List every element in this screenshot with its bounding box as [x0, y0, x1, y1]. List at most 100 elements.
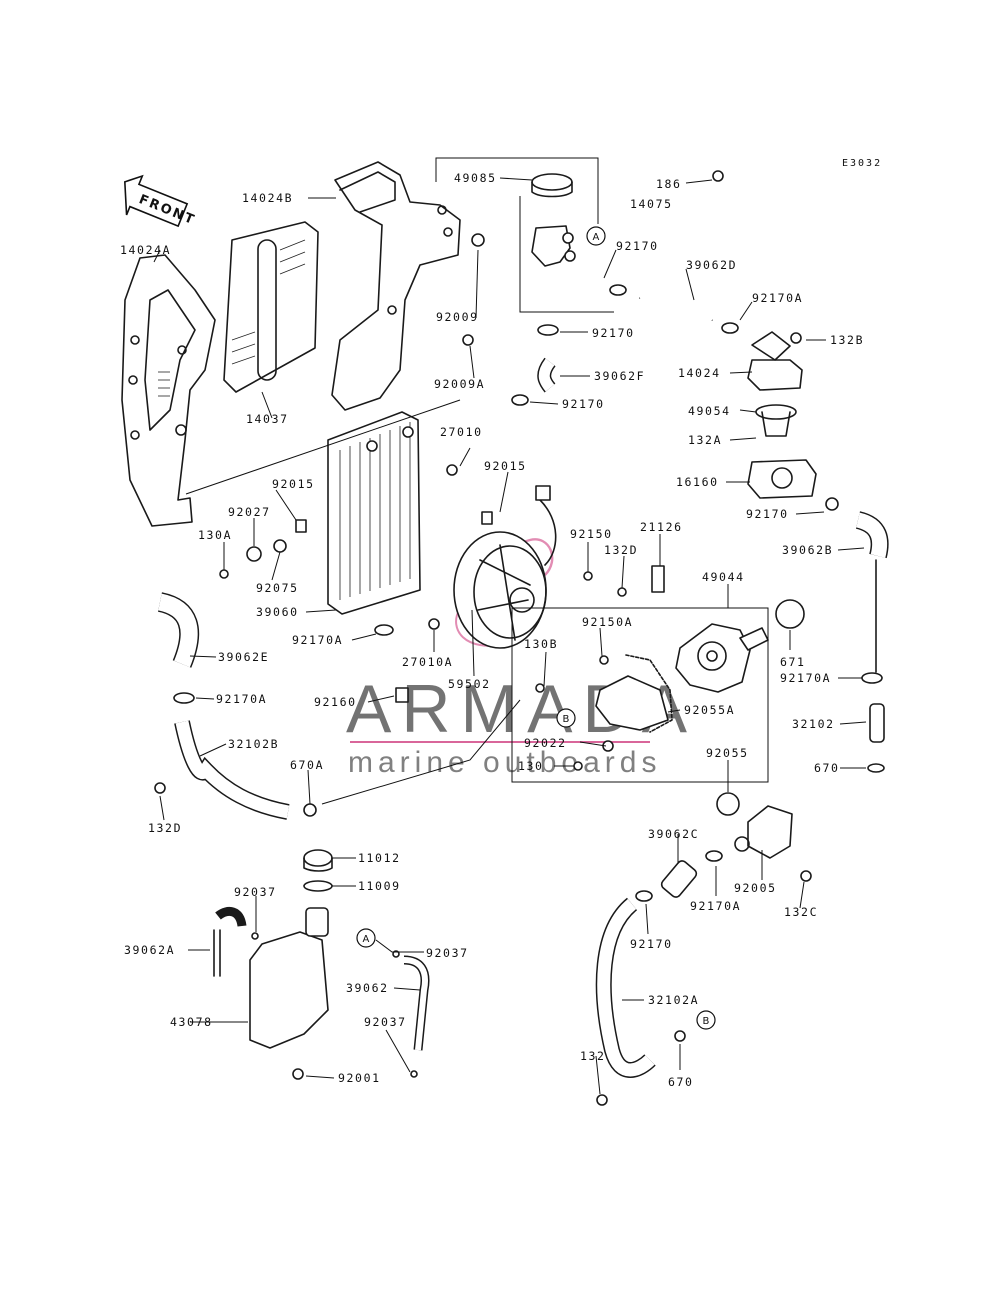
label-39062e: 39062E: [218, 650, 269, 664]
label-49054: 49054: [688, 404, 731, 418]
hose-39062a-drawing: [213, 906, 247, 977]
filler-neck-drawing: [531, 170, 724, 267]
label-39062d: 39062D: [686, 258, 737, 272]
hose-39062b-drawing: [855, 511, 889, 673]
label-186: 186: [656, 177, 682, 191]
label-92075: 92075: [256, 581, 299, 595]
label-14024b: 14024B: [242, 191, 293, 205]
svg-text:B: B: [563, 714, 570, 725]
label-92170a-b: 92170A: [780, 671, 831, 685]
label-14075: 14075: [630, 197, 673, 211]
label-27010a: 27010A: [402, 655, 453, 669]
reserve-tank-drawing: [249, 849, 333, 1049]
label-32102a: 32102A: [648, 993, 699, 1007]
label-43078: 43078: [170, 1015, 213, 1029]
label-130a: 130A: [198, 528, 232, 542]
label-92160: 92160: [314, 695, 357, 709]
radiator-drawing: [327, 411, 421, 615]
label-92170-b: 92170: [592, 326, 635, 340]
label-92005: 92005: [734, 881, 777, 895]
hose-39062f-drawing: [537, 357, 556, 393]
label-92027: 92027: [228, 505, 271, 519]
shroud-left-drawing: [121, 254, 216, 527]
label-14037: 14037: [246, 412, 289, 426]
ref-marker-b-pump: B: [556, 708, 576, 728]
label-39060: 39060: [256, 605, 299, 619]
fan-drawing: [453, 485, 557, 649]
ref-marker-a-tank: A: [356, 928, 376, 948]
fitting-92005-drawing: [734, 805, 793, 859]
label-132: 132: [580, 1049, 606, 1063]
diagram-code: E3032: [842, 158, 882, 169]
label-32102b: 32102B: [228, 737, 279, 751]
label-27010: 27010: [440, 425, 483, 439]
label-132b: 132B: [830, 333, 864, 347]
front-arrow-icon: FRONT: [123, 174, 198, 228]
grille-drawing: [223, 221, 319, 393]
label-92170-d: 92170: [746, 507, 789, 521]
label-92009a: 92009A: [434, 377, 485, 391]
label-92170a-c: 92170A: [292, 633, 343, 647]
label-92170-a: 92170: [616, 239, 659, 253]
label-59502: 59502: [448, 677, 491, 691]
label-11009: 11009: [358, 879, 401, 893]
label-92015-a: 92015: [484, 459, 527, 473]
label-92015-b: 92015: [272, 477, 315, 491]
label-49044: 49044: [702, 570, 745, 584]
svg-text:A: A: [593, 232, 600, 243]
leader-lines: [153, 177, 867, 1095]
label-92037-a: 92037: [234, 885, 277, 899]
label-130: 130: [518, 759, 544, 773]
label-92170-c: 92170: [562, 397, 605, 411]
watermark-tagline: marine outboards: [348, 746, 661, 779]
pump-cover-drawing: [595, 654, 673, 733]
thermostat-housing-drawing: [747, 331, 803, 391]
pipe-32102-drawing: [869, 703, 885, 743]
pipe-39062c-drawing: [660, 860, 698, 898]
label-132a: 132A: [688, 433, 722, 447]
label-670-b: 670: [668, 1075, 694, 1089]
pipe-32102a-drawing: [595, 897, 656, 1078]
ref-marker-a-top: A: [586, 226, 606, 246]
pipe-32102b-drawing: [174, 720, 290, 820]
label-92055: 92055: [706, 746, 749, 760]
label-49085: 49085: [454, 171, 497, 185]
label-14024: 14024: [678, 366, 721, 380]
part-labels: 49085 186 14075 14024B 14024A 92170 3906…: [120, 171, 864, 1089]
label-670-a: 670: [814, 761, 840, 775]
label-92170a-e: 92170A: [690, 899, 741, 913]
label-39062a: 39062A: [124, 943, 175, 957]
label-39062b: 39062B: [782, 543, 833, 557]
label-132d-b: 132D: [148, 821, 182, 835]
svg-text:A: A: [363, 934, 370, 945]
label-39062c: 39062C: [648, 827, 699, 841]
group-brackets: [435, 157, 769, 783]
label-92009: 92009: [436, 310, 479, 324]
thermostat-body-drawing: [747, 459, 839, 511]
label-92150a: 92150A: [582, 615, 633, 629]
label-130b: 130B: [524, 637, 558, 651]
label-16160: 16160: [676, 475, 719, 489]
thermostat-drawing: [755, 404, 797, 437]
water-pump-drawing: [675, 599, 805, 693]
label-92170-e: 92170: [630, 937, 673, 951]
bolts-and-clamps-drawing: [154, 233, 885, 1106]
ref-marker-b-pipe: B: [696, 1010, 716, 1030]
label-39062: 39062: [346, 981, 389, 995]
label-670a: 670A: [290, 758, 324, 772]
label-671: 671: [780, 655, 806, 669]
hose-39062d-drawing: [638, 290, 716, 324]
label-132d-a: 132D: [604, 543, 638, 557]
label-92170a-d: 92170A: [216, 692, 267, 706]
label-92037-c: 92037: [364, 1015, 407, 1029]
label-132c: 132C: [784, 905, 818, 919]
label-32102: 32102: [792, 717, 835, 731]
label-14024a: 14024A: [120, 243, 171, 257]
hose-39062-drawing: [403, 955, 430, 1051]
label-92001: 92001: [338, 1071, 381, 1085]
label-92055a: 92055A: [684, 703, 735, 717]
label-92022: 92022: [524, 736, 567, 750]
label-21126: 21126: [640, 520, 683, 534]
label-39062f: 39062F: [594, 369, 645, 383]
